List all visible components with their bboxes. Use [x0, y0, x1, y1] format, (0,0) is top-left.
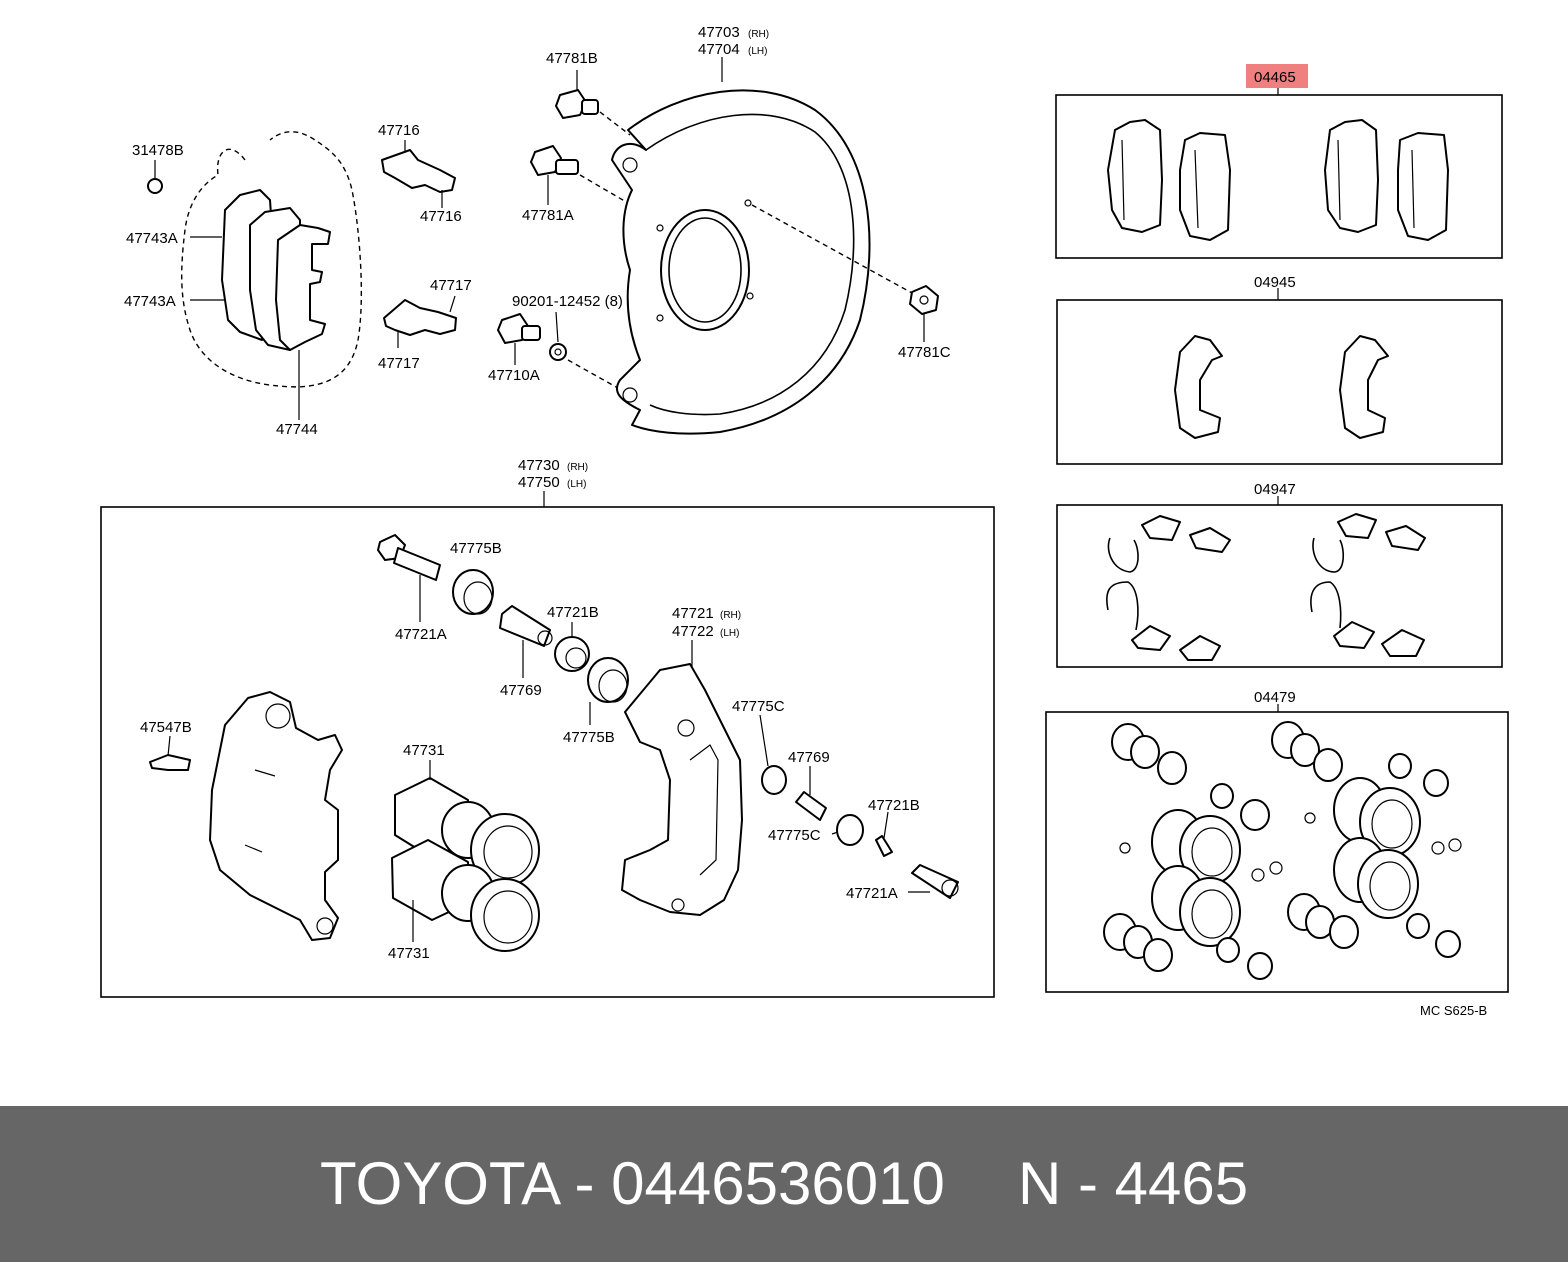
- label-47731-2: 47731: [388, 945, 430, 962]
- label-04945: 04945: [1254, 274, 1296, 291]
- bushing-47721b-shape: [554, 636, 590, 672]
- label-47750: 47750: [518, 474, 560, 491]
- kit-04465-pads: [1107, 119, 1449, 241]
- label-04947: 04947: [1254, 481, 1296, 498]
- caliper-assembly-box: [100, 506, 995, 998]
- label-47775b-2: 47775B: [563, 729, 615, 746]
- label-47781b: 47781B: [546, 50, 598, 67]
- label-47717-2: 47717: [378, 355, 420, 372]
- pad-assembly-group: [147, 131, 363, 420]
- highlight-04465: [1246, 64, 1308, 88]
- diagram-reference: MC S625-B: [1420, 1003, 1487, 1018]
- footer-bar: TOYOTA - 0446536010 N - 4465: [0, 1106, 1568, 1262]
- nut-47781c-shape: [909, 285, 939, 315]
- footer-brand-part-number: TOYOTA - 0446536010: [320, 1150, 945, 1217]
- bolt-47781b-shape: [555, 89, 587, 119]
- label-47721b-2: 47721B: [868, 797, 920, 814]
- label-47717-1: 47717: [430, 277, 472, 294]
- label-47775c-2: 47775C: [768, 827, 821, 844]
- caliper-parts-group: [149, 534, 959, 952]
- label-31478b: 31478B: [132, 142, 184, 159]
- label-47750-lh: (LH): [567, 479, 586, 490]
- nut-31478b-shape: [147, 178, 163, 194]
- washer-shape: [549, 343, 567, 361]
- piston-47731-group: [391, 760, 540, 952]
- label-47769-2: 47769: [788, 749, 830, 766]
- bolt-group: [497, 70, 641, 393]
- label-47547b: 47547B: [140, 719, 192, 736]
- label-47716-2: 47716: [420, 208, 462, 225]
- label-47744: 47744: [276, 421, 318, 438]
- label-90201-12452: 90201-12452 (8): [512, 293, 623, 310]
- label-47704-lh: (LH): [748, 46, 767, 57]
- label-47731-1: 47731: [403, 742, 445, 759]
- label-47716-1: 47716: [378, 122, 420, 139]
- boot-47775b-shape: [452, 569, 494, 615]
- hub-opening-shape: [660, 209, 750, 331]
- label-47743a-1: 47743A: [126, 230, 178, 247]
- label-47781c: 47781C: [898, 344, 951, 361]
- label-47721b-1: 47721B: [547, 604, 599, 621]
- shim-47744-shape: [275, 224, 331, 351]
- label-47722-lh: (LH): [720, 628, 739, 639]
- kit-04947-box: [1056, 504, 1503, 668]
- label-47769-1: 47769: [500, 682, 542, 699]
- clip-47716-shape: [381, 149, 456, 193]
- label-47781a: 47781A: [522, 207, 574, 224]
- label-47721a-2: 47721A: [846, 885, 898, 902]
- label-47775b-1: 47775B: [450, 540, 502, 557]
- label-04465: 04465: [1254, 69, 1296, 86]
- label-47721a-1: 47721A: [395, 626, 447, 643]
- bleeder-47547b-shape: [149, 754, 191, 771]
- kit-04945-box: [1056, 299, 1503, 465]
- label-47721-rh: (RH): [720, 610, 741, 621]
- label-47704: 47704: [698, 41, 740, 58]
- kit-04479-box: [1045, 711, 1509, 993]
- mounting-bracket-47721-shape: [621, 663, 743, 916]
- label-47743a-2: 47743A: [124, 293, 176, 310]
- kit-04947-clips: [1106, 513, 1426, 661]
- kit-04465-box: [1055, 94, 1503, 259]
- label-47730: 47730: [518, 457, 560, 474]
- dust-cover-group: [611, 57, 939, 435]
- clip-group: [381, 140, 457, 348]
- bolt-47781a-shape: [530, 145, 562, 176]
- pin-47769-shape: [499, 605, 551, 647]
- parts-diagram: 31478B 47743A 47743A 47744 47716 47716 4…: [100, 24, 1509, 1018]
- caliper-body-shape: [209, 691, 343, 941]
- label-47703: 47703: [698, 24, 740, 41]
- label-47721: 47721: [672, 605, 714, 622]
- clip-47717-shape: [383, 299, 457, 336]
- label-47730-rh: (RH): [567, 462, 588, 473]
- kit-04945-shims: [1174, 335, 1389, 439]
- label-04479: 04479: [1254, 689, 1296, 706]
- kit-04479-seals: [1103, 721, 1462, 980]
- footer-diagram-ref: N - 4465: [1018, 1150, 1249, 1217]
- label-47775c-1: 47775C: [732, 698, 785, 715]
- label-47710a: 47710A: [488, 367, 540, 384]
- label-47703-rh: (RH): [748, 29, 769, 40]
- part-labels: 31478B 47743A 47743A 47744 47716 47716 4…: [124, 24, 1487, 1018]
- label-47722: 47722: [672, 623, 714, 640]
